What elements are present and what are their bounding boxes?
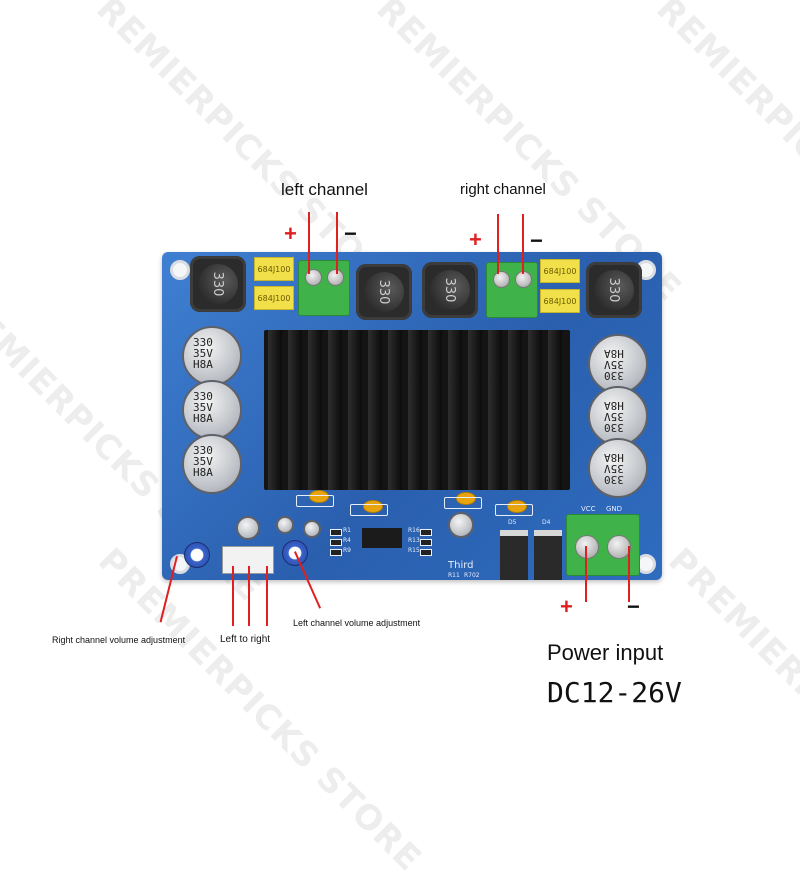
lead-power-minus — [628, 546, 630, 602]
silk-r702: R702 — [464, 572, 480, 579]
small-electrolytic-cap — [448, 512, 474, 538]
left-channel-terminal[interactable] — [298, 260, 350, 316]
resistor-r1 — [330, 529, 342, 536]
inductor-4: 330 — [586, 262, 642, 318]
ceramic-cap-3 — [456, 492, 476, 505]
silk-d4: D4 — [542, 519, 551, 526]
inductor-1: 330 — [190, 256, 246, 312]
silk-r15: R15 — [408, 547, 420, 554]
silk-vcc: VCC — [581, 505, 596, 513]
electrolytic-cap-l2: 330 35V H8A — [182, 380, 242, 440]
power-plus-sign: + — [560, 594, 573, 619]
ceramic-cap-1 — [309, 490, 329, 503]
right-minus-sign: − — [530, 228, 543, 253]
right-channel-label: right channel — [460, 181, 546, 198]
watermark-5: PREMIERPICKS STORE — [90, 540, 430, 880]
lead-power-plus — [585, 546, 587, 602]
opamp-chip — [362, 528, 402, 548]
lead-right-minus — [522, 214, 524, 274]
silk-r16: R16 — [408, 527, 420, 534]
diode-d5 — [500, 530, 528, 580]
lead-left-plus — [308, 212, 310, 274]
film-cap-4: 684J100 — [540, 289, 580, 313]
screw-icon[interactable] — [607, 535, 631, 559]
film-cap-2: 684J100 — [254, 286, 294, 310]
resistor-r15 — [420, 549, 432, 556]
left-minus-sign: − — [344, 221, 357, 246]
silk-r9: R9 — [343, 547, 351, 554]
silk-d5: D5 — [508, 519, 517, 526]
diode-d4 — [534, 530, 562, 580]
silk-gnd: GND — [606, 505, 623, 513]
pad-1 — [296, 495, 334, 507]
silk-r4: R4 — [343, 537, 351, 544]
lead-connector-2 — [248, 566, 250, 626]
electrolytic-cap-small-1 — [236, 516, 260, 540]
right-channel-terminal[interactable] — [486, 262, 538, 318]
right-channel-volume-label: Right channel volume adjustment — [52, 635, 186, 645]
screw-icon[interactable] — [327, 269, 344, 286]
resistor-r16 — [420, 529, 432, 536]
watermark-6: PREMIERPICKS STORE — [660, 540, 800, 880]
lead-connector-3 — [266, 566, 268, 626]
electrolytic-cap-l3: 330 35V H8A — [182, 434, 242, 494]
lead-right-plus — [497, 214, 499, 274]
inductor-2: 330 — [356, 264, 412, 320]
electrolytic-cap-small-3 — [303, 520, 321, 538]
inductor-3: 330 — [422, 262, 478, 318]
silk-r13: R13 — [408, 537, 420, 544]
right-plus-sign: + — [469, 227, 482, 252]
voltage-label: DC12-26V — [547, 676, 682, 709]
silk-r1: R1 — [343, 527, 351, 534]
left-to-right-label: Left to right — [220, 634, 271, 645]
right-volume-pot[interactable] — [184, 542, 210, 568]
silk-r11: R11 — [448, 572, 460, 579]
film-cap-1: 684J100 — [254, 257, 294, 281]
electrolytic-cap-r2: 330 35V H8A — [588, 386, 648, 446]
pad-2 — [350, 504, 388, 516]
film-cap-3: 684J100 — [540, 259, 580, 283]
mount-hole-tl — [170, 260, 190, 280]
silk-third: Third — [448, 560, 474, 571]
power-input-terminal[interactable] — [566, 514, 640, 576]
ceramic-cap-2 — [363, 500, 383, 513]
resistor-r13 — [420, 539, 432, 546]
pad-4 — [495, 504, 533, 516]
electrolytic-cap-r3: 330 35V H8A — [588, 438, 648, 498]
lead-connector-1 — [232, 566, 234, 626]
pad-3 — [444, 497, 482, 509]
resistor-r9 — [330, 549, 342, 556]
power-minus-sign: − — [627, 594, 640, 619]
screw-icon[interactable] — [493, 271, 510, 288]
ceramic-cap-4 — [507, 500, 527, 513]
resistor-r4 — [330, 539, 342, 546]
left-channel-label: left channel — [281, 180, 368, 199]
electrolytic-cap-r1: 330 35V H8A — [588, 334, 648, 394]
power-input-label: Power input — [547, 640, 664, 665]
electrolytic-cap-small-2 — [276, 516, 294, 534]
screw-icon[interactable] — [575, 535, 599, 559]
lead-left-minus — [336, 212, 338, 274]
heatsink — [264, 330, 570, 490]
left-plus-sign: + — [284, 221, 297, 246]
electrolytic-cap-l1: 330 35V H8A — [182, 326, 242, 386]
left-channel-volume-label: Left channel volume adjustment — [293, 618, 421, 628]
